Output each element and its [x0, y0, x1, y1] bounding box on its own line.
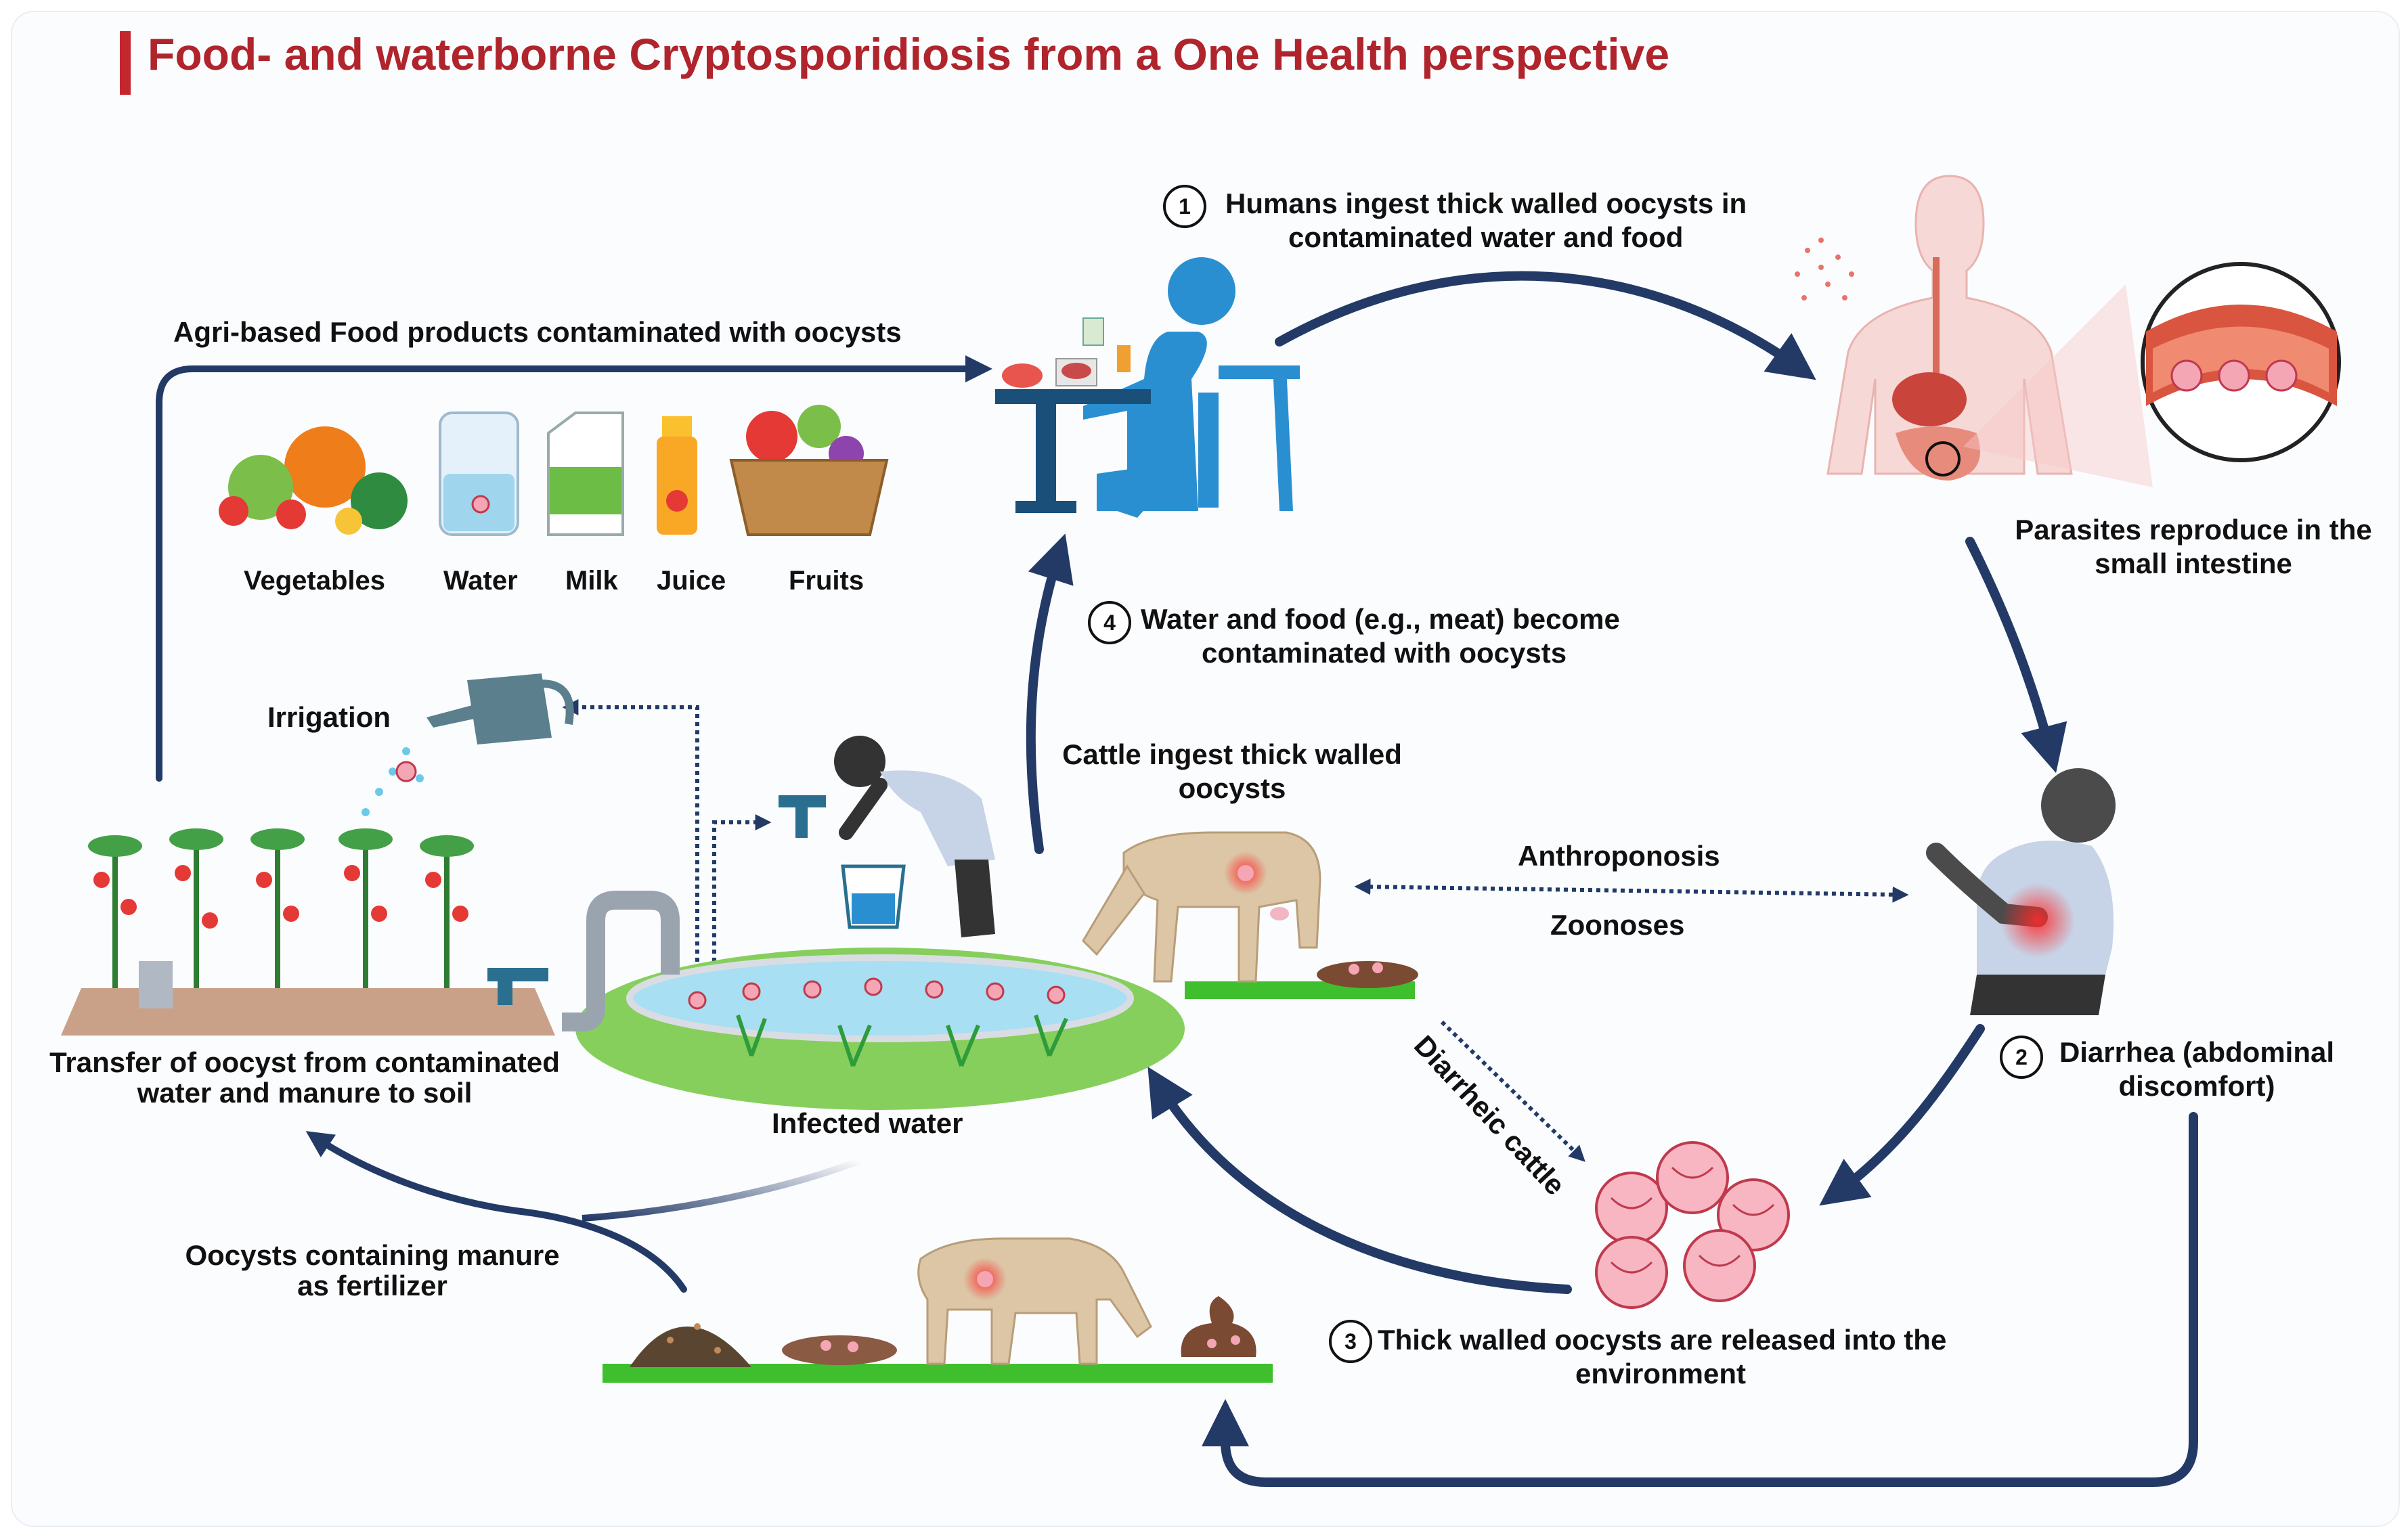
arrow-step1-to-intestine [1275, 271, 1816, 380]
step2-line2: discomfort) [2118, 1070, 2275, 1102]
cattle-ingest-line2: oocysts [1178, 772, 1286, 804]
arrow-water-to-human [1026, 533, 1074, 854]
product-water-icon [439, 411, 519, 536]
watering-can [362, 673, 574, 816]
product-label-water: Water [443, 566, 518, 596]
cattle-drinking [1082, 831, 1321, 983]
tap-left [487, 968, 548, 1005]
parasites-line1: Parasites reproduce in the [2015, 514, 2372, 546]
transfer-line2: water and manure to soil [137, 1077, 473, 1109]
anthroponosis-label: Anthroponosis [1518, 840, 1720, 872]
arrow-intestine-to-diarrhea [1965, 537, 2067, 774]
human-body-intestine [1795, 175, 2341, 487]
step2-line1: Diarrhea (abdominal [2059, 1036, 2335, 1068]
poop-swirl [1181, 1296, 1256, 1357]
step3-line2: environment [1575, 1358, 1747, 1389]
irrigation-label: Irrigation [267, 701, 391, 733]
oocyst-cluster [1595, 1141, 1790, 1309]
person-abdominal-discomfort [1926, 768, 2116, 1015]
step-number-3: 3 [1329, 1320, 1372, 1363]
page-title: Food- and waterborne Cryptosporidiosis f… [148, 29, 1670, 79]
cycle-arrows [156, 271, 2198, 1487]
dotted-water-to-irrigation [562, 699, 699, 978]
infected-water-pond [575, 948, 1185, 1110]
step-number-4: 4 [1088, 601, 1131, 644]
parasites-line2: small intestine [2095, 548, 2292, 579]
step4-line2: contaminated with oocysts [1202, 637, 1567, 669]
step3-line1: Thick walled oocysts are released into t… [1378, 1324, 1947, 1356]
dotted-arrows [562, 699, 1909, 1162]
dung-top [1317, 961, 1418, 988]
farm-field [61, 828, 555, 1036]
product-label-milk: Milk [565, 566, 618, 596]
food-on-table [1002, 317, 1131, 388]
fading-arrow-from-water [582, 1157, 861, 1222]
arrow-manure-to-soil [305, 1131, 687, 1293]
arrow-oocysts-to-water [1147, 1067, 1572, 1294]
arrow-agri-to-human [156, 355, 992, 782]
product-milk-icon [547, 411, 624, 536]
step1-line2: contaminated water and food [1288, 221, 1684, 253]
human-eating-figure [995, 257, 1300, 518]
zoonoses-label: Zoonoses [1550, 909, 1685, 941]
dung-pile-ground [782, 1335, 897, 1365]
manure-line2: as fertilizer [297, 1270, 447, 1302]
transfer-line1: Transfer of oocyst from contaminated [49, 1046, 560, 1078]
manure-line1: Oocysts containing manure [185, 1239, 560, 1271]
arrow-diarrhea-to-oocysts [1819, 1024, 1985, 1206]
infected-water-label: Infected water [772, 1107, 963, 1139]
person-at-tap [779, 736, 995, 937]
dotted-anthroponosis [1354, 878, 1909, 903]
manure-heap [630, 1323, 751, 1367]
product-juice-icon [657, 416, 697, 535]
dotted-water-to-tap [712, 814, 772, 978]
step-number-1: 1 [1163, 185, 1206, 228]
cattle-ingest-line1: Cattle ingest thick walled [1062, 738, 1402, 770]
product-label-fruits: Fruits [789, 566, 864, 596]
cattle-grazing [917, 1237, 1152, 1365]
agri-products-label: Agri-based Food products contaminated wi… [173, 316, 902, 348]
product-label-juice: Juice [657, 566, 726, 596]
product-label-vegetables: Vegetables [244, 566, 386, 596]
title-accent-bar [120, 31, 131, 95]
product-vegetables-icon [219, 426, 408, 535]
product-fruits-icon [729, 405, 889, 536]
step1-line1: Humans ingest thick walled oocysts in [1225, 187, 1747, 219]
arrow-discomfort-to-ground [1202, 1112, 2198, 1487]
pipe-and-tap [562, 891, 680, 1031]
step4-line1: Water and food (e.g., meat) become [1141, 603, 1620, 635]
step-number-2: 2 [2000, 1036, 2043, 1079]
